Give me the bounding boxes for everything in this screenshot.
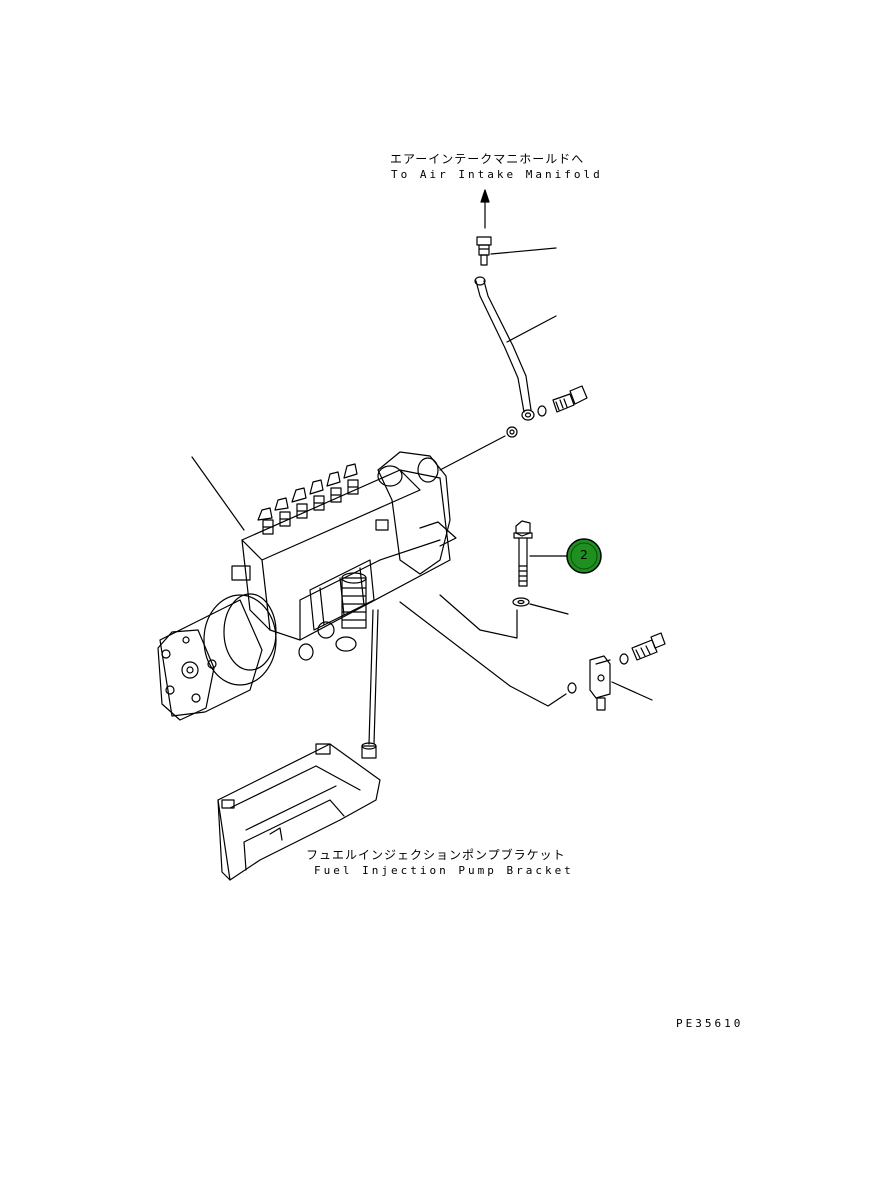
- air-pipe: [474, 276, 557, 421]
- pump-bracket: [217, 743, 381, 881]
- flange-bolt: [439, 520, 569, 639]
- pipe-fitting: [476, 236, 557, 266]
- air-intake-label-jp: エアーインテークマニホールドへ: [390, 152, 585, 166]
- banjo-bolt: [439, 385, 588, 471]
- up-arrow-icon: [480, 189, 490, 229]
- drawing-code: PE35610: [676, 1017, 744, 1030]
- callout-2: [566, 538, 602, 574]
- mounting-bracket-small: [399, 601, 666, 711]
- fuel-injection-pump: [157, 451, 457, 721]
- callout-number-2[interactable]: 2: [580, 548, 588, 562]
- delivery-valves: [257, 463, 359, 535]
- air-intake-label-en: To Air Intake Manifold: [391, 168, 603, 181]
- bracket-label-en: Fuel Injection Pump Bracket: [314, 864, 574, 877]
- bracket-label-jp: フュエルインジェクションポンプブラケット: [306, 848, 566, 862]
